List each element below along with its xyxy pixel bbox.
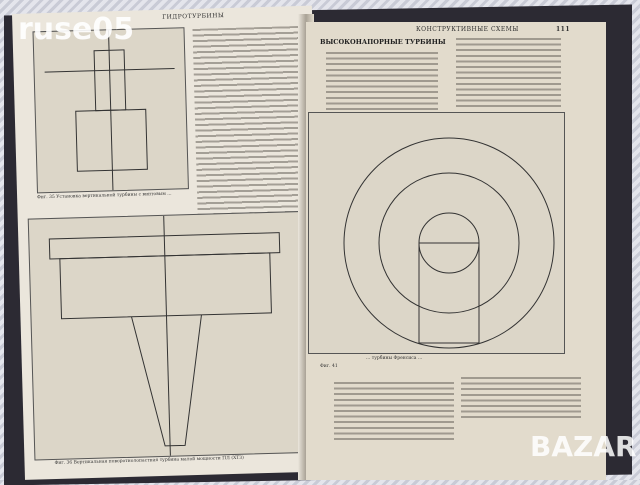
text-column: [456, 38, 561, 108]
running-head: ГИДРОТУРБИНЫ: [162, 12, 225, 21]
figure-turbine-section: [27, 211, 307, 461]
text-column: [326, 52, 438, 110]
figure-caption: ... турбины Френсиса ...: [366, 356, 423, 361]
left-page: ГИДРОТУРБИНЫ Фиг. 35 Установка вертикаль…: [12, 5, 325, 480]
right-page: КОНСТРУКТИВНЫЕ СХЕМЫ 111 ВЫСОКОНАПОРНЫЕ …: [306, 22, 606, 480]
figure-turbine-installation: [32, 27, 189, 194]
section-title: ВЫСОКОНАПОРНЫЕ ТУРБИНЫ: [320, 38, 446, 46]
figure-label: Фиг. 41: [320, 364, 338, 369]
bazar-logo: BAZAR: [530, 430, 637, 463]
page-number: 111: [556, 26, 571, 33]
text-column: [461, 377, 581, 422]
text-column: [334, 382, 454, 442]
watermark: ruse05: [18, 12, 135, 47]
running-head: КОНСТРУКТИВНЫЕ СХЕМЫ: [416, 26, 519, 33]
figure-francis-runner: [308, 112, 565, 354]
